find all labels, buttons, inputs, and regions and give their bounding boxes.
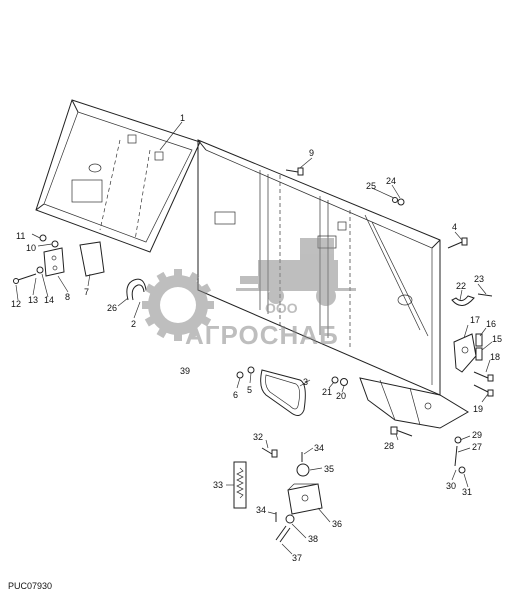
- callout-14: 14: [44, 295, 54, 305]
- watermark-small-text: ООО: [265, 300, 298, 316]
- callout-15: 15: [492, 334, 502, 344]
- loose-parts: [126, 167, 494, 543]
- callout-32: 32: [253, 432, 263, 442]
- callout-1: 1: [180, 113, 185, 123]
- gear-tooth: [156, 271, 169, 285]
- callout-24: 24: [386, 176, 396, 186]
- watermark: ООО АГРОСНАБ: [142, 238, 356, 350]
- callout-29: 29: [472, 430, 482, 440]
- callout-2: 2: [131, 319, 136, 329]
- callout-17: 17: [470, 315, 480, 325]
- gear-tooth: [174, 269, 182, 279]
- callout-23: 23: [474, 274, 484, 284]
- gear-tooth: [144, 283, 158, 296]
- gear-tooth: [144, 314, 158, 327]
- callout-5: 5: [247, 385, 252, 395]
- callout-31: 31: [462, 487, 472, 497]
- callout-26: 26: [107, 303, 117, 313]
- callout-7: 7: [84, 287, 89, 297]
- callout-36: 36: [332, 519, 342, 529]
- frame-left-panel: [35, 99, 201, 253]
- gear-tooth: [187, 271, 200, 285]
- callout-34-lower: 34: [256, 505, 266, 515]
- callout-12: 12: [11, 299, 21, 309]
- callout-19: 19: [473, 404, 483, 414]
- gear-tooth: [198, 283, 212, 296]
- watermark-brand-text: АГРОСНАБ: [185, 320, 339, 350]
- gear-tooth: [156, 325, 169, 339]
- callout-25: 25: [366, 181, 376, 191]
- gear-icon: [142, 269, 214, 341]
- base-bracket: [359, 377, 469, 429]
- callout-21: 21: [322, 387, 332, 397]
- hinge-assembly-left: [13, 234, 105, 284]
- callout-13: 13: [28, 295, 38, 305]
- callout-6: 6: [233, 390, 238, 400]
- leader-lines: [15, 121, 493, 555]
- callout-8: 8: [65, 292, 70, 302]
- gear-tooth: [198, 314, 212, 327]
- callout-39: 39: [180, 366, 190, 376]
- callout-20: 20: [336, 391, 346, 401]
- callout-4: 4: [452, 222, 457, 232]
- callout-33: 33: [213, 480, 223, 490]
- callout-3: 3: [303, 377, 308, 387]
- gear-tooth: [174, 331, 182, 341]
- callout-labels: 1 2 3 4 5 6 7 8 9 10 11 12 13 14 15 16 1…: [11, 113, 502, 563]
- callout-16: 16: [486, 319, 496, 329]
- callout-18: 18: [490, 352, 500, 362]
- gear-tooth: [204, 301, 214, 309]
- callout-28: 28: [384, 441, 394, 451]
- callout-9: 9: [309, 148, 314, 158]
- harvester-icon: [236, 238, 356, 306]
- callout-35: 35: [324, 464, 334, 474]
- gear-tooth: [142, 301, 152, 309]
- diagram-code: PUC07930: [8, 581, 52, 591]
- callout-38: 38: [308, 534, 318, 544]
- callout-34-upper: 34: [314, 443, 324, 453]
- callout-30: 30: [446, 481, 456, 491]
- gear-tooth: [187, 325, 200, 339]
- callout-27: 27: [472, 442, 482, 452]
- callout-37: 37: [292, 553, 302, 563]
- callout-11: 11: [16, 231, 25, 241]
- callout-10: 10: [26, 243, 36, 253]
- callout-22: 22: [456, 281, 466, 291]
